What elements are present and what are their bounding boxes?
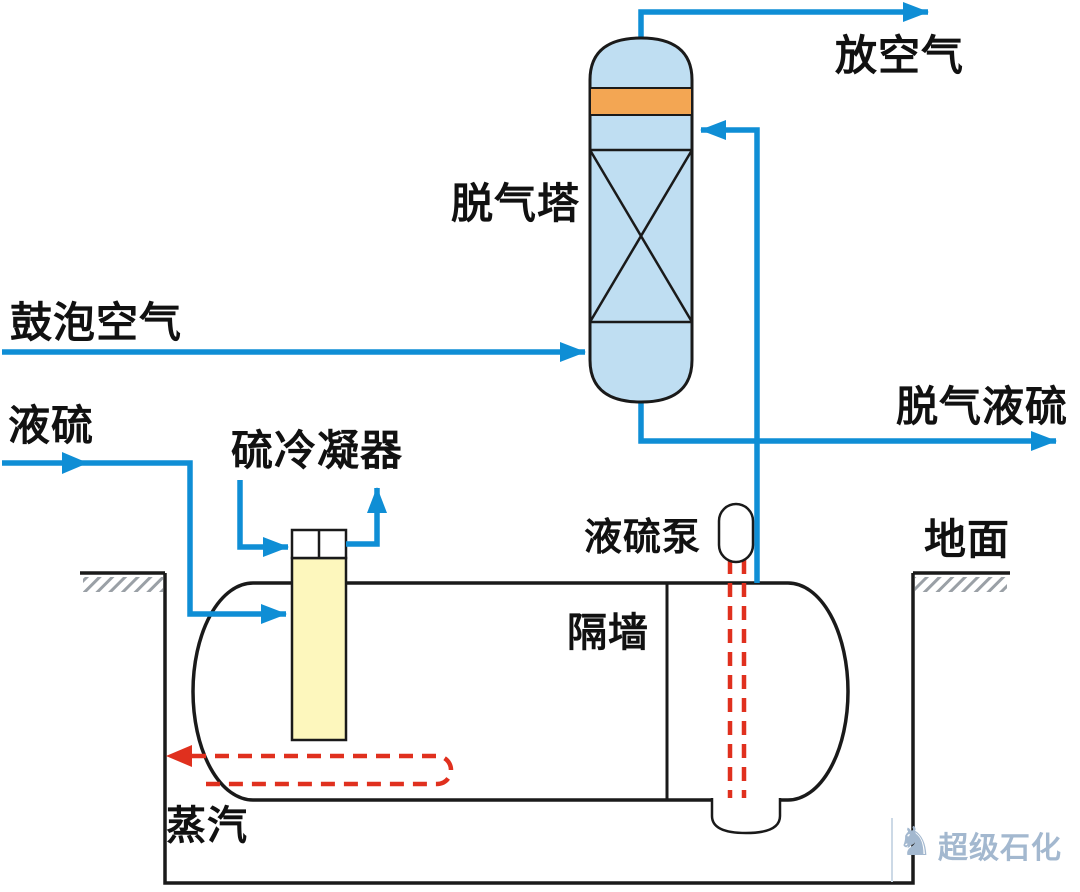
- steam-coil: [192, 753, 454, 787]
- label-bubbling-air: 鼓泡空气: [10, 301, 183, 347]
- ground-hatch-left: [83, 577, 163, 592]
- sulfur-pit-vessel: [191, 581, 850, 802]
- label-liquid-sulfur: 液硫: [8, 404, 95, 450]
- sulfur-pit: [80, 571, 1010, 885]
- liquid-sulfur-pump: [710, 502, 782, 835]
- chess-knight-logo-icon: ♞: [897, 819, 933, 865]
- label-degassed-liquid-sulfur: 脱气液硫: [896, 385, 1069, 431]
- steam-arrow: [166, 745, 192, 767]
- condenser-inlet-pipe: [237, 480, 289, 557]
- label-steam: 蒸汽: [166, 803, 248, 848]
- watermark-divider: [891, 818, 893, 882]
- label-partition-wall: 隔墙: [567, 610, 649, 655]
- watermark-text: 超级石化: [938, 832, 1062, 865]
- label-vent-air: 放空气: [835, 34, 965, 80]
- ground-hatch-right: [915, 577, 1007, 592]
- pump-suction: [710, 798, 782, 835]
- label-degassing-tower: 脱气塔: [451, 182, 581, 228]
- degassing-tower-vessel: [588, 36, 694, 404]
- pump-discharge-pipe: [700, 120, 760, 583]
- sulfur-condenser: [290, 528, 348, 742]
- vent-air-pipe: [638, 2, 929, 42]
- liquid-sulfur-inlet-pipe: [2, 460, 287, 624]
- tower-packing-cross: [588, 149, 694, 323]
- label-liquid-sulfur-pump: 液硫泵: [584, 517, 702, 559]
- liquid-sulfur-inlet-arrow: [62, 452, 88, 474]
- condenser-vent-pipe: [346, 487, 387, 547]
- degassed-sulfur-pipe: [638, 400, 1057, 451]
- label-ground: 地面: [924, 518, 1011, 564]
- label-sulfur-condenser: 硫冷凝器: [231, 429, 404, 475]
- tower-distributor-band: [589, 87, 693, 116]
- pump-head: [717, 502, 755, 564]
